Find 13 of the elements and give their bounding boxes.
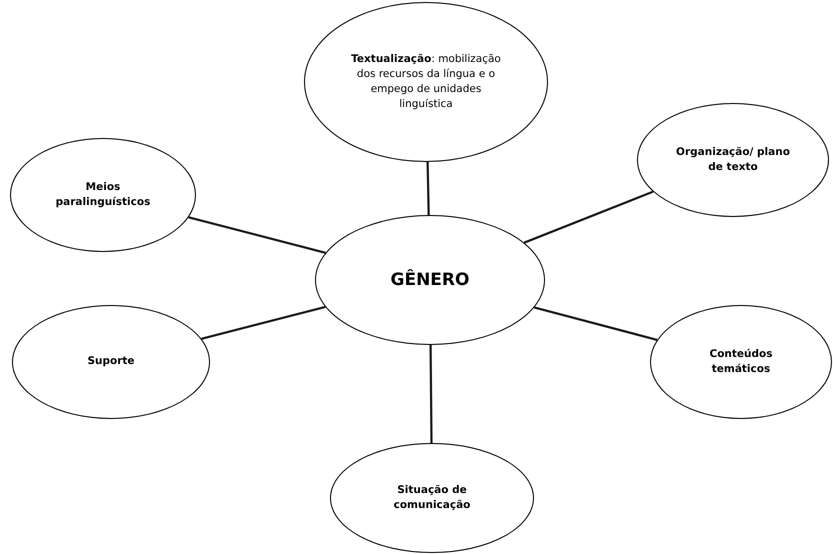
connector-line <box>188 216 326 254</box>
node-text: Suporte <box>86 354 136 370</box>
node-text: GÊNERO <box>390 268 470 292</box>
node-text: Organização/ plano de texto <box>675 144 791 175</box>
connector-line <box>534 306 658 341</box>
node-text: Textualização: mobilização dos recursos da língua e o empego de unidades linguística <box>350 52 502 112</box>
node-text: Situação de comunicação <box>392 482 472 513</box>
connector-line <box>430 344 433 444</box>
connector-line <box>524 190 654 244</box>
node-text: Conteúdos temáticos <box>708 346 774 377</box>
connector-line <box>426 162 430 216</box>
connector-line <box>201 306 326 340</box>
node-text: Meios paralinguísticos <box>54 180 152 210</box>
